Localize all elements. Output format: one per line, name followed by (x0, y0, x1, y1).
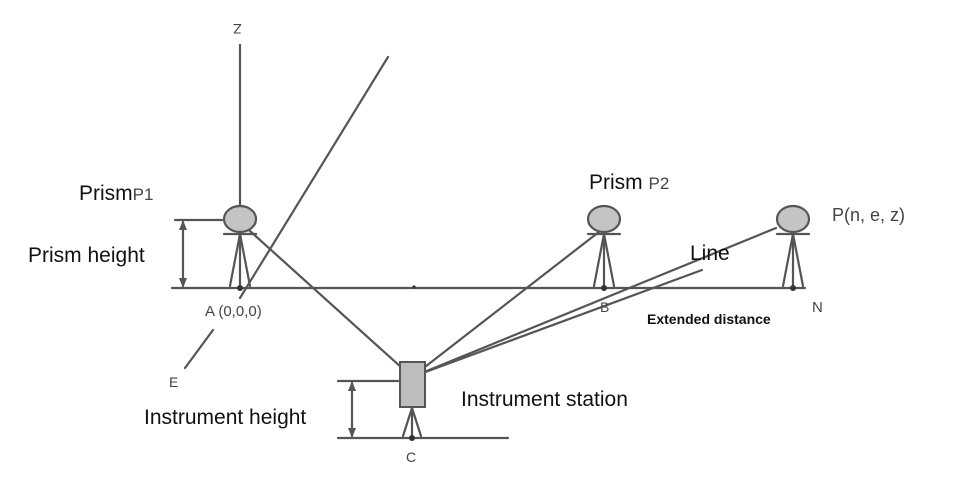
tripod-p (775, 232, 811, 288)
prism-p2-code: P2 (648, 174, 670, 193)
axis-e-label: E (169, 374, 179, 390)
tripod-instrument (401, 406, 423, 438)
prism-p (775, 204, 811, 234)
diagonal-axis (238, 55, 390, 300)
instrument-height-arrow-top (348, 381, 356, 391)
axis-z-label: Z (233, 21, 242, 37)
prism-p2-label: Prism P2 (589, 172, 669, 193)
prism-p2-word: Prism (589, 171, 643, 194)
extended-distance-label: Extended distance (647, 311, 771, 327)
sight-line-p2 (410, 226, 606, 379)
prism-height-arrow-bottom (179, 278, 187, 288)
point-c-label: C (406, 449, 417, 465)
e-pointer (183, 328, 215, 370)
instrument-height-label: Instrument height (144, 406, 307, 429)
point-b-label: B (600, 299, 610, 315)
prism-p2 (586, 204, 622, 234)
prism-p1-code: P1 (132, 185, 154, 204)
instrument-station-label: Instrument station (461, 388, 628, 411)
sight-line-p1 (238, 220, 414, 379)
prism-p1-word: Prism (79, 182, 133, 205)
tripod-p2 (586, 232, 622, 288)
prism-p1-label: PrismP1 (79, 183, 153, 204)
point-b-dot (601, 285, 607, 291)
point-a-label: A (0,0,0) (205, 303, 262, 320)
sight-line-b (410, 268, 704, 379)
prism-p1 (222, 204, 258, 234)
instrument (399, 361, 426, 408)
point-n-dot (790, 285, 796, 291)
axis-n-label: N (812, 299, 823, 316)
instrument-height-arrow-bottom (348, 428, 356, 438)
point-a-dot (237, 285, 243, 291)
prism-height-label: Prism height (28, 244, 145, 267)
point-c-dot (409, 435, 415, 441)
tripod-p1 (222, 232, 258, 288)
line-label: Line (690, 242, 730, 265)
mid-tick-dot (412, 285, 416, 289)
prism-height-arrow-top (179, 220, 187, 230)
extended-line (410, 226, 778, 379)
point-p-label: P(n, e, z) (832, 205, 906, 225)
